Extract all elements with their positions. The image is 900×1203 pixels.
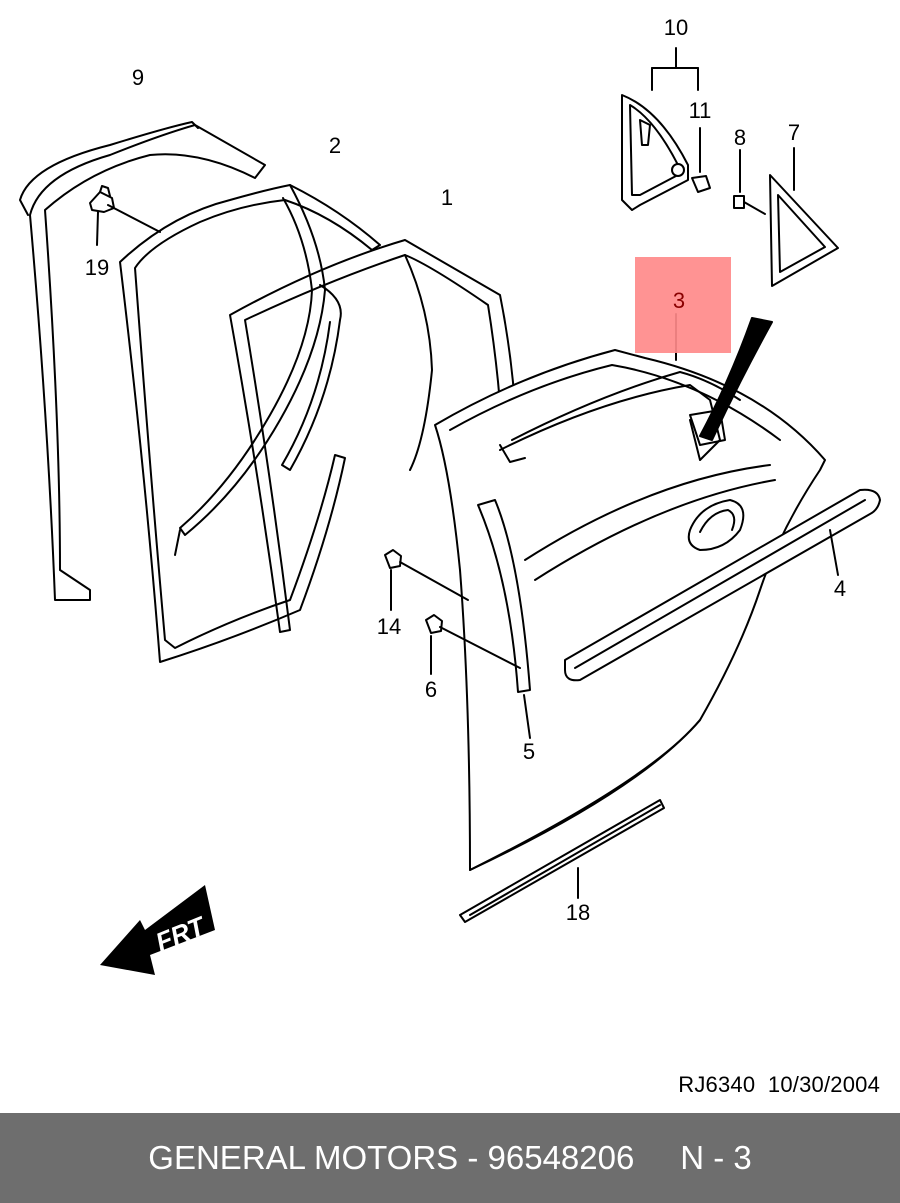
callout-4: 4 (834, 576, 846, 601)
drawing-date: 10/30/2004 (767, 1072, 880, 1097)
part-8-screw (733, 149, 766, 215)
drawing-code: RJ6340 (678, 1072, 756, 1097)
drawing-reference: RJ6340 10/30/2004 (678, 1072, 880, 1098)
part-7-glass (769, 147, 839, 287)
callout-11: 11 (689, 98, 712, 123)
callout-8: 8 (734, 125, 746, 150)
highlight-box (635, 257, 731, 353)
callout-19: 19 (85, 255, 109, 280)
part-4-molding (564, 488, 881, 682)
footer-brand: GENERAL MOTORS (148, 1139, 459, 1176)
part-5-pillar (477, 499, 531, 739)
part-3-door (434, 349, 826, 871)
callout-1: 1 (441, 185, 453, 210)
parts-diagram: FRT 9 2 1 19 10 11 8 7 3 4 14 6 5 18 (19, 15, 881, 975)
part-9-weatherstrip (19, 121, 266, 601)
part-18-molding (459, 799, 665, 923)
part-1-seal (229, 239, 519, 633)
callout-3: 3 (673, 288, 685, 313)
callout-14: 14 (377, 614, 401, 639)
frt-arrow: FRT (100, 885, 215, 975)
callout-18: 18 (566, 900, 590, 925)
callout-7: 7 (788, 120, 800, 145)
part-2-seal (119, 184, 381, 663)
part-10-trim (621, 47, 711, 211)
callout-10: 10 (664, 15, 688, 40)
part-14-screw (384, 549, 469, 611)
callout-5: 5 (523, 739, 535, 764)
footer-part-number: 96548206 (487, 1139, 635, 1176)
part-19-clip (89, 185, 161, 246)
part-3-pointer (699, 317, 773, 441)
callout-2: 2 (329, 133, 341, 158)
part-6-screw (425, 614, 521, 675)
footer-bar: GENERAL MOTORS - 96548206 N - 3 (0, 1113, 900, 1203)
callout-6: 6 (425, 677, 437, 702)
footer-page: N - 3 (680, 1139, 752, 1176)
callout-9: 9 (132, 65, 144, 90)
